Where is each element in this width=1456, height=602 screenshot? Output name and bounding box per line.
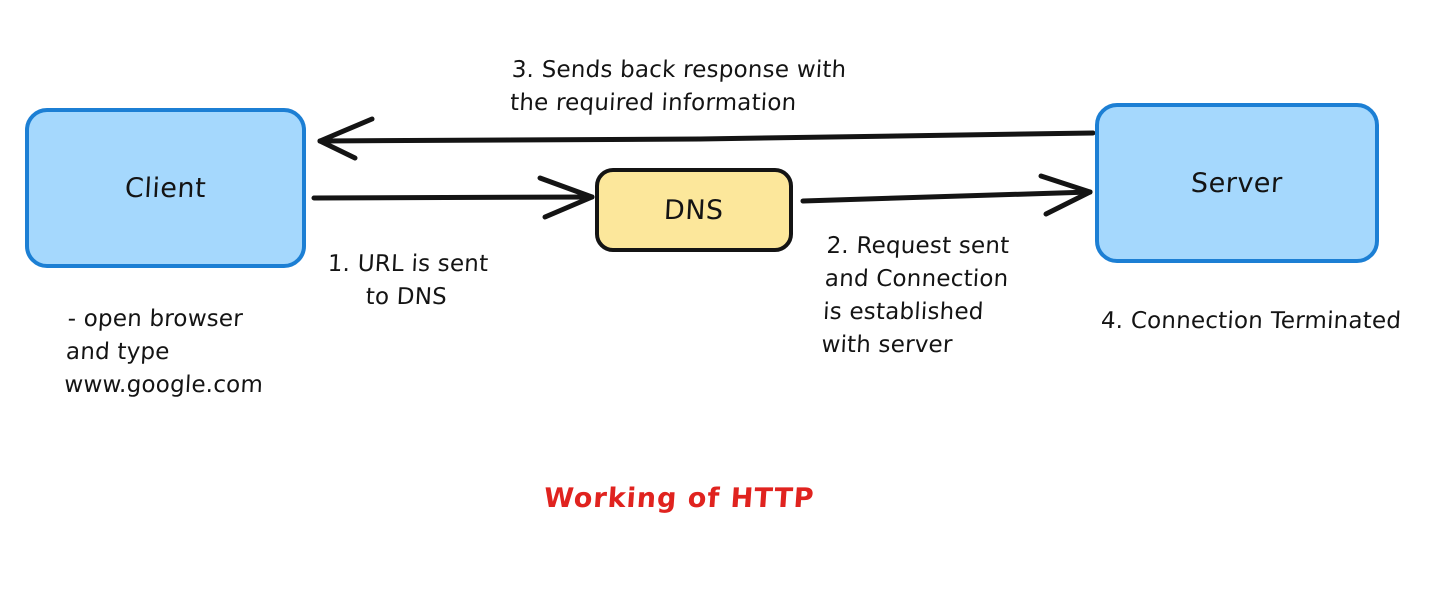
edge-label-step3: 3. Sends back response with the required… bbox=[509, 57, 847, 116]
edge-label-step1: 1. URL is sent to DNS bbox=[327, 251, 489, 310]
edge-step2-arrow bbox=[800, 173, 1093, 217]
edge-label-step2: 2. Request sent and Connection is establ… bbox=[820, 233, 1011, 358]
node-client-note: - open browser and type www.google.com bbox=[63, 306, 264, 398]
node-client[interactable]: Client bbox=[25, 108, 306, 268]
node-server[interactable]: Server bbox=[1095, 103, 1379, 263]
edge-step1-arrow bbox=[311, 175, 595, 220]
node-dns[interactable]: DNS bbox=[595, 168, 793, 252]
node-dns-label: DNS bbox=[663, 194, 725, 226]
node-client-label: Client bbox=[124, 172, 207, 204]
note-step4: 4. Connection Terminated bbox=[1100, 308, 1402, 334]
diagram-title: Working of HTTP bbox=[542, 483, 816, 514]
edge-step3-arrow bbox=[317, 116, 1096, 161]
node-server-label: Server bbox=[1190, 167, 1284, 199]
